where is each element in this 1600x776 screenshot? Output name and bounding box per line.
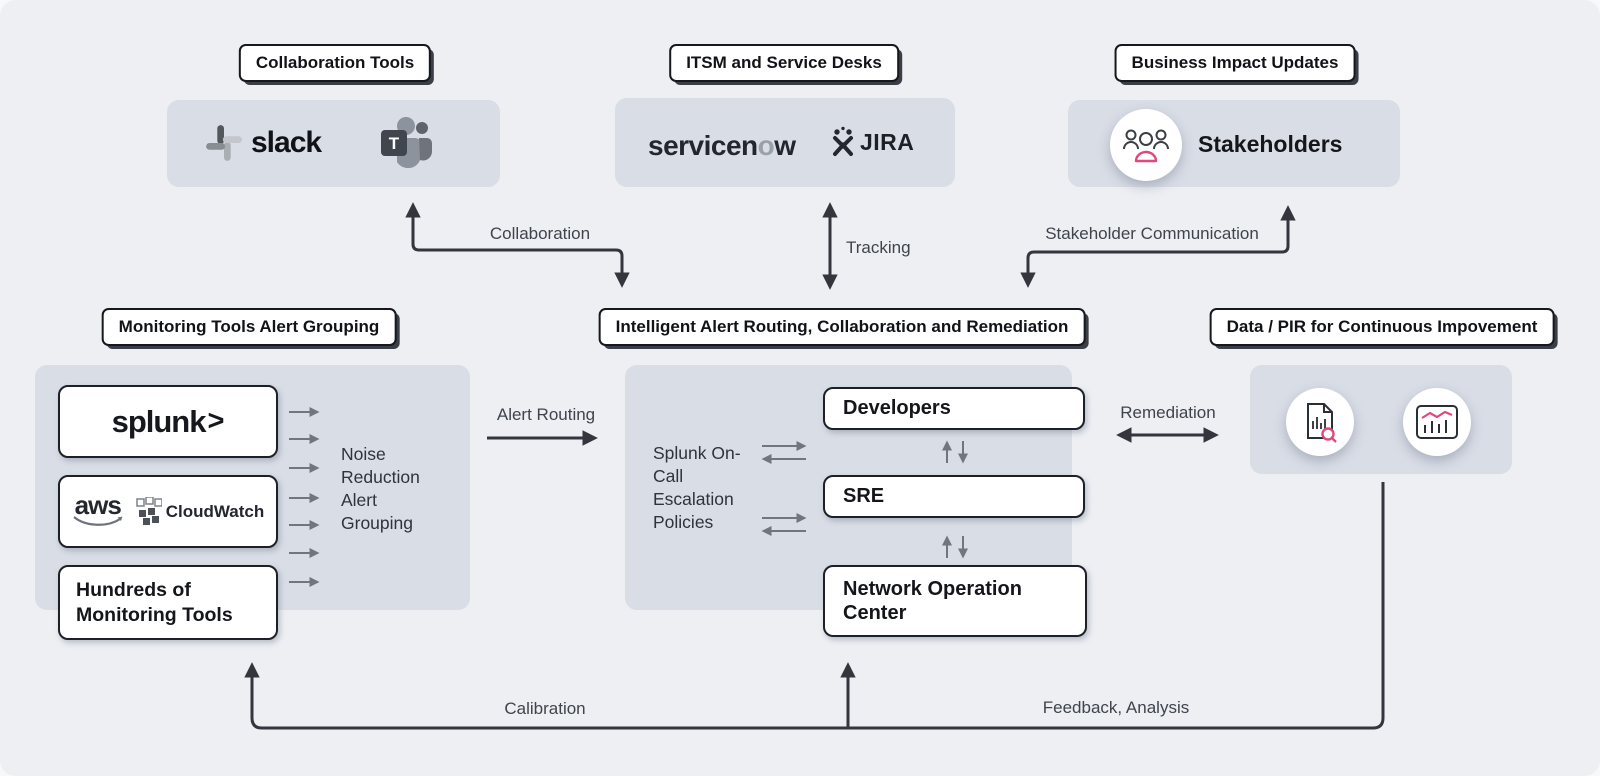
aws-logo: aws: [72, 489, 124, 529]
stakeholders-label: Stakeholders: [1198, 131, 1343, 157]
arrow-label-tracking: Tracking: [846, 238, 911, 257]
splunk-wordmark: splunk: [111, 403, 207, 439]
noise-reduction-text: Noise Reduction Alert Grouping: [341, 444, 420, 534]
arrow-label-feedback-analysis: Feedback, Analysis: [1042, 698, 1190, 717]
people-group-icon: [1123, 129, 1169, 163]
label-data-pir: Data / PIR for Continuous Impovement: [1209, 308, 1555, 346]
node-sre: SRE: [823, 475, 1085, 518]
servicenow-wordmark-prefix: servicen: [648, 130, 758, 161]
report-search-badge: [1286, 388, 1354, 456]
jira-wordmark: JIRA: [860, 128, 915, 155]
label-business-impact-updates: Business Impact Updates: [1114, 44, 1356, 82]
servicenow-wordmark-suffix: w: [774, 130, 796, 161]
microsoft-teams-icon: T: [381, 117, 432, 169]
arrow-stakeholder-communication: [1020, 205, 1296, 288]
arrow-label-remediation: Remediation: [1120, 403, 1216, 422]
slack-logo: slack: [205, 124, 322, 162]
arrow-label-stakeholder-communication: Stakeholder Communication: [1045, 224, 1259, 243]
node-network-operation-center: Network Operation Center: [823, 565, 1087, 637]
jira-logo: JIRA: [831, 126, 914, 158]
arrow-collaboration: [405, 202, 630, 288]
label-itsm-service-desks: ITSM and Service Desks: [669, 44, 899, 82]
oncall-escalation-text: Splunk On-Call Escalation Policies: [653, 443, 741, 533]
document-search-icon: [1307, 403, 1337, 443]
cloudwatch-wordmark: CloudWatch: [165, 501, 265, 521]
label-collaboration-tools: Collaboration Tools: [238, 44, 432, 82]
jira-mark-icon: [833, 126, 853, 156]
slack-logo-icon: [206, 125, 242, 161]
aws-smile-arrow-icon: [73, 516, 123, 527]
aws-wordmark: aws: [74, 489, 122, 520]
splunk-caret-mark: >: [207, 405, 225, 437]
node-developers: Developers: [823, 387, 1085, 430]
node-aws-cloudwatch: aws CloudWatch: [58, 475, 278, 548]
label-intelligent-alert-routing: Intelligent Alert Routing, Collaboration…: [598, 308, 1086, 346]
slack-wordmark: slack: [251, 126, 322, 159]
trend-chart-badge: [1403, 388, 1471, 456]
teams-t-letter: T: [389, 134, 400, 153]
stakeholders-avatar: [1110, 109, 1182, 181]
node-hundreds-monitoring-tools: Hundreds of Monitoring Tools: [58, 565, 278, 640]
panel-itsm: [615, 98, 955, 187]
cloudwatch-boxes-icon: [135, 496, 162, 525]
trend-chart-icon: [1416, 405, 1458, 439]
teams-logo: T: [373, 114, 435, 172]
servicenow-o-mark: o: [757, 130, 775, 161]
arrow-label-collaboration: Collaboration: [489, 224, 591, 243]
arrow-label-calibration: Calibration: [504, 699, 586, 718]
node-splunk: splunk >: [58, 385, 278, 458]
label-monitoring-tools-alert-grouping: Monitoring Tools Alert Grouping: [101, 308, 397, 346]
arrow-label-alert-routing: Alert Routing: [496, 405, 596, 424]
